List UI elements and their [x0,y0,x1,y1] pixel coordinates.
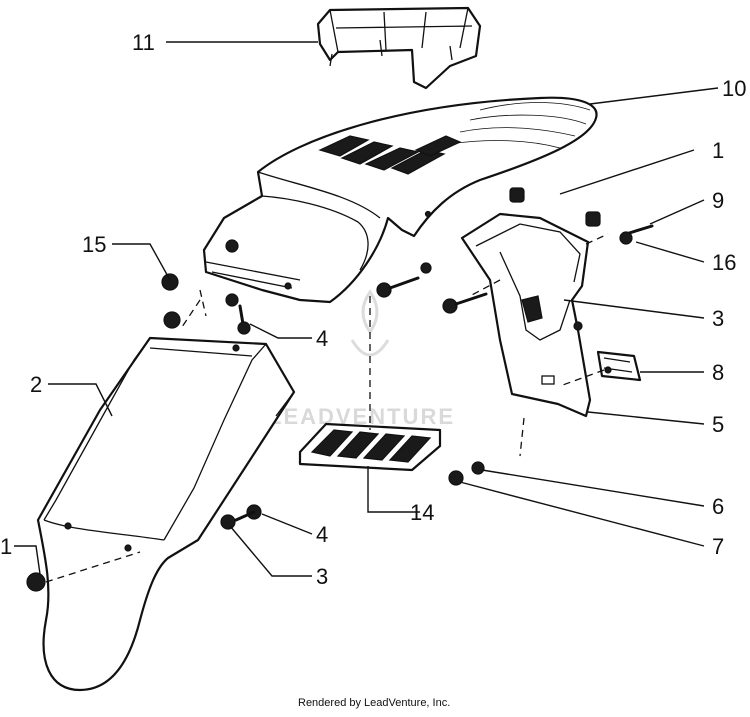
callout-3-right: 3 [712,306,724,331]
callout-14: 14 [410,500,434,525]
leader-lines [14,41,719,577]
hardware [26,187,654,592]
callout-1-top: 1 [712,138,724,163]
callout-labels: 11 10 1 9 16 15 3 4 8 2 5 6 14 4 7 1 3 [0,30,746,589]
lower-mudguard [36,336,296,692]
reflector [298,422,442,472]
license-plate-holder [460,212,592,418]
callout-2: 2 [30,372,42,397]
callout-3-lower: 3 [316,564,328,589]
assembly-lines [45,233,609,583]
cowl-vents [318,135,462,175]
callout-10: 10 [722,76,746,101]
callout-8: 8 [712,360,724,385]
callout-15: 15 [82,232,106,257]
callout-6: 6 [712,494,724,519]
callout-1-left: 1 [0,534,12,559]
rear-fender-cowl [202,96,598,304]
callout-9: 9 [712,188,724,213]
luggage-rack [316,6,482,90]
callout-16: 16 [712,250,736,275]
watermark: LEADVENTURE [268,289,453,429]
callout-4-upper: 4 [316,326,328,351]
footer-credit: Rendered by LeadVenture, Inc. [298,697,450,709]
callout-11: 11 [132,30,155,55]
callout-5: 5 [712,412,724,437]
callout-4-lower: 4 [316,522,328,547]
plate-light [596,350,642,382]
callout-7: 7 [712,534,724,559]
